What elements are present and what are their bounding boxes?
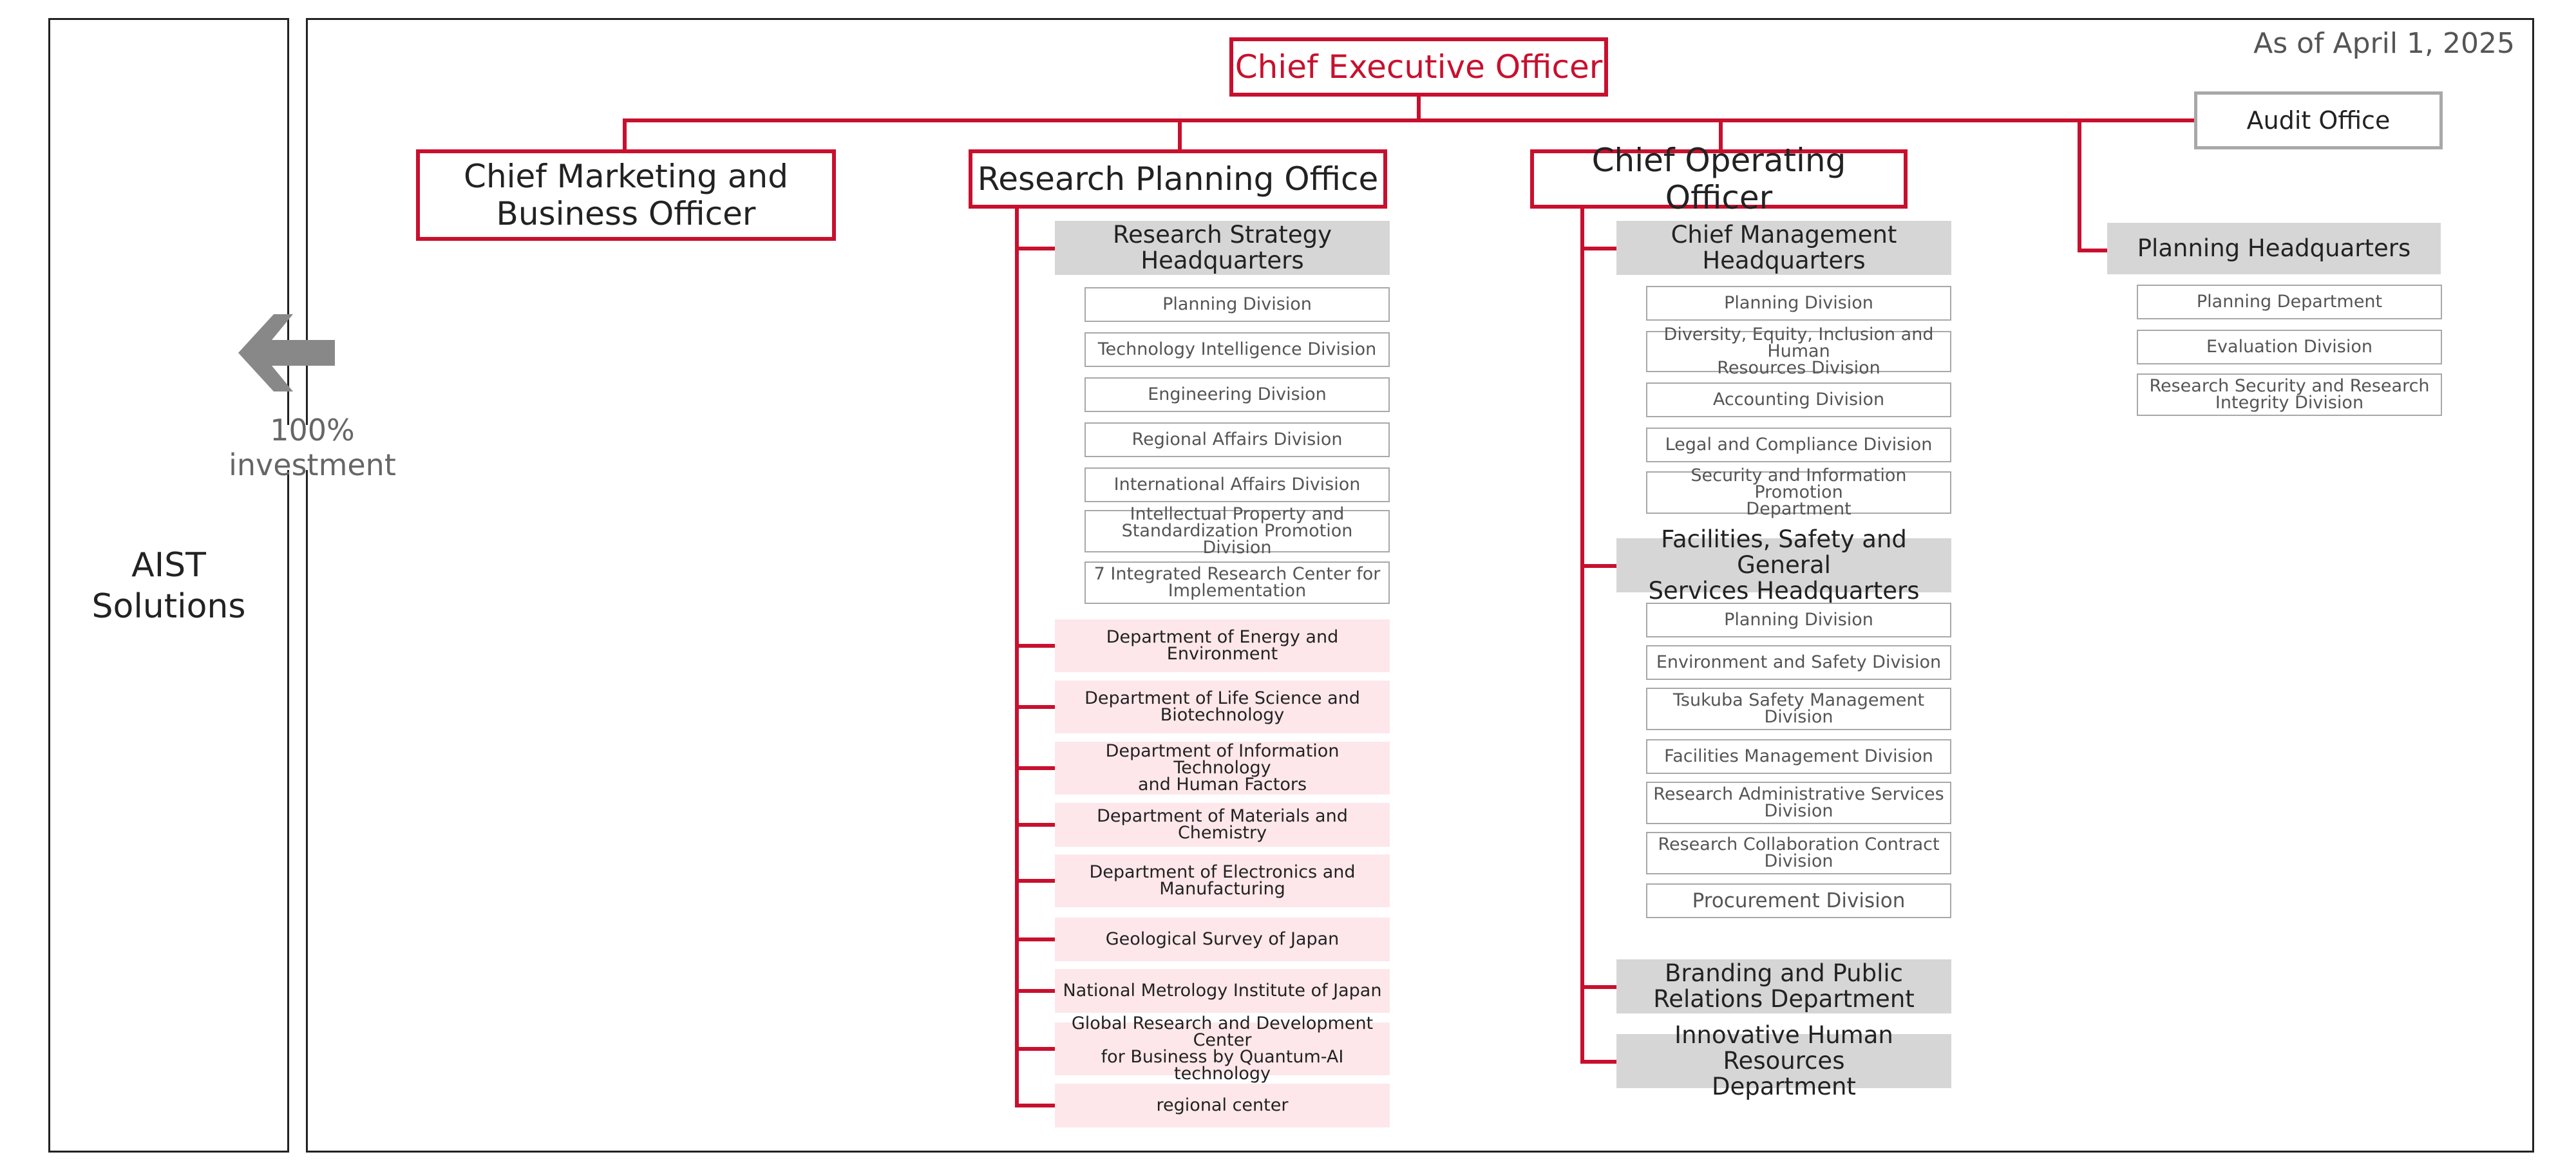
coo-connector	[1719, 118, 1723, 151]
ceo-down-connector	[1417, 97, 1421, 122]
innovative-connector	[1580, 1060, 1616, 1064]
planning-division-box: Planning Department	[2137, 285, 2442, 319]
rpo-spine	[1015, 207, 1019, 1106]
department-box: National Metrology Institute of Japan	[1055, 969, 1390, 1013]
department-box: Department of Energy and Environment	[1055, 619, 1390, 672]
department-box: Geological Survey of Japan	[1055, 918, 1390, 961]
coo-hq1-division-box: Diversity, Equity, Inclusion and Human R…	[1646, 326, 1951, 377]
department-box: regional center	[1055, 1084, 1390, 1127]
branding-pr-box: Branding and Public Relations Department	[1616, 959, 1951, 1013]
coo-hq2-division-box: Facilities Management Division	[1646, 739, 1951, 774]
innovative-hr-box: Innovative Human Resources Department	[1616, 1022, 1951, 1100]
arrow-left-icon	[238, 314, 335, 391]
department-box: Department of Materials and Chemistry	[1055, 803, 1390, 847]
department-connector	[1015, 879, 1055, 883]
cmbo-box: Chief Marketing and Business Officer	[416, 149, 836, 241]
department-box: Department of Electronics and Manufactur…	[1055, 854, 1390, 907]
department-connector	[1015, 989, 1055, 993]
research-strategy-hq-box: Research Strategy Headquarters	[1055, 221, 1390, 275]
department-connector	[1015, 766, 1055, 770]
coo-hq1-division-box: Security and Information Promotion Depar…	[1646, 467, 1951, 518]
coo-hq2-division-box: Research Administrative Services Divisio…	[1646, 782, 1951, 824]
department-connector	[1015, 1047, 1055, 1051]
coo-hq1-division-box: Accounting Division	[1646, 382, 1951, 417]
rpo-division-box: Technology Intelligence Division	[1084, 332, 1390, 367]
top-horizontal-connector	[625, 118, 2196, 122]
coo-hq2-division-box: Research Collaboration Contract Division	[1646, 832, 1951, 874]
department-connector	[1015, 937, 1055, 941]
coo-hq1-connector	[1580, 247, 1616, 250]
aist-solutions-label: AIST Solutions	[91, 546, 246, 626]
coo-hq1-division-box: Planning Division	[1646, 286, 1951, 321]
department-connector	[1015, 644, 1055, 648]
coo-hq2-connector	[1580, 564, 1616, 568]
coo-box: Chief Operating Officer	[1530, 142, 1908, 216]
cmbo-connector	[623, 118, 627, 151]
ceo-box: Chief Executive Officer	[1229, 37, 1608, 97]
rpo-division-box: Planning Division	[1084, 287, 1390, 322]
coo-hq2-division-box: Planning Division	[1646, 603, 1951, 637]
investment-label: 100% investment	[187, 413, 438, 482]
planning-division-box: Evaluation Division	[2137, 330, 2442, 364]
rpo-division-box: Intellectual Property and Standardizatio…	[1084, 505, 1390, 556]
department-box: Department of Information Technology and…	[1055, 742, 1390, 795]
rpo-division-box: Engineering Division	[1084, 377, 1390, 412]
rpo-hq-connector	[1015, 247, 1055, 250]
rpo-division-box: International Affairs Division	[1084, 467, 1390, 502]
planning-division-box: Research Security and Research Integrity…	[2137, 373, 2442, 416]
planning-h-connector	[2078, 249, 2107, 252]
coo-hq2-division-box: Environment and Safety Division	[1646, 645, 1951, 680]
date-label: As of April 1, 2025	[2253, 27, 2515, 60]
audit-office-box: Audit Office	[2194, 91, 2443, 149]
facilities-safety-hq-box: Facilities, Safety and General Services …	[1616, 527, 1951, 604]
branding-connector	[1580, 985, 1616, 989]
coo-hq1-division-box: Legal and Compliance Division	[1646, 428, 1951, 462]
department-connector	[1015, 1104, 1055, 1107]
department-connector	[1015, 823, 1055, 827]
planning-hq-box: Planning Headquarters	[2107, 223, 2441, 274]
coo-hq2-division-box: Tsukuba Safety Management Division	[1646, 688, 1951, 730]
left-panel-frame	[48, 18, 289, 1153]
department-box: Department of Life Science and Biotechno…	[1055, 681, 1390, 733]
coo-hq2-division-box: Procurement Division	[1646, 883, 1951, 918]
rpo-division-box: 7 Integrated Research Center for Impleme…	[1084, 561, 1390, 604]
chief-management-hq-box: Chief Management Headquarters	[1616, 221, 1951, 275]
department-box: Global Research and Development Center f…	[1055, 1015, 1390, 1082]
coo-spine	[1580, 207, 1584, 1064]
rpo-connector	[1178, 118, 1182, 151]
department-connector	[1015, 705, 1055, 709]
main-panel-frame	[306, 18, 2534, 1153]
planning-connector	[2078, 118, 2081, 252]
rpo-box: Research Planning Office	[969, 149, 1387, 209]
rpo-division-box: Regional Affairs Division	[1084, 422, 1390, 457]
